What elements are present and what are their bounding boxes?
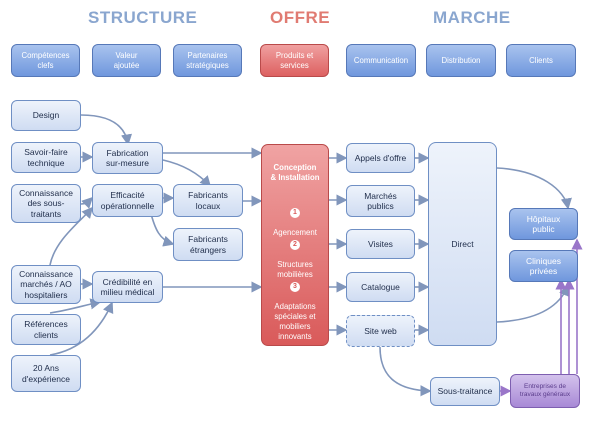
offre-item-label: Agencement <box>273 228 317 238</box>
box-connaissance-marches: Connaissance marchés / AO hospitaliers <box>11 265 81 304</box>
box-efficacite-operationnelle: Efficacité opérationnelle <box>92 184 163 217</box>
box-entreprises-travaux: Entreprises de travaux généraux <box>510 374 580 408</box>
box-savoir-faire: Savoir-faire technique <box>11 142 81 173</box>
category-produits-services: Produits et services <box>260 44 329 77</box>
category-partenaires: Partenaires stratégiques <box>173 44 242 77</box>
number-badge-3: 3 <box>290 281 300 292</box>
box-catalogue: Catalogue <box>346 272 415 302</box>
header-marche: MARCHE <box>433 8 511 27</box>
box-connaissance-sous-traitants: Connaissance des sous- traitants <box>11 184 81 223</box>
box-hopitaux-public: Hôpitaux public <box>509 208 578 240</box>
number-badge-1: 1 <box>290 207 300 218</box>
category-clients: Clients <box>506 44 576 77</box>
box-design: Design <box>11 100 81 131</box>
box-direct: Direct <box>428 142 497 346</box>
box-fabricants-etrangers: Fabricants étrangers <box>173 228 243 261</box>
box-site-web: Site web <box>346 315 415 347</box>
box-fabricants-locaux: Fabricants locaux <box>173 184 243 217</box>
category-communication: Communication <box>346 44 416 77</box>
header-offre: OFFRE <box>270 8 331 27</box>
category-valeur-ajoutee: Valeur ajoutée <box>92 44 161 77</box>
box-credibilite: Crédibilité en milieu médical <box>92 271 163 303</box>
offre-item-agencement: 1 Agencement <box>262 197 328 238</box>
box-fabrication-sur-mesure: Fabrication sur-mesure <box>92 142 163 174</box>
box-cliniques-privees: Cliniques privées <box>509 250 578 282</box>
offre-item-label: Structures mobilières <box>277 260 313 280</box>
offre-conception-installation: Conception & Installation 1 Agencement 2… <box>261 144 329 346</box>
box-sous-traitance: Sous-traitance <box>430 377 500 406</box>
box-20-ans: 20 Ans d'expérience <box>11 355 81 392</box>
box-marches-publics: Marchés publics <box>346 185 415 217</box>
header-structure: STRUCTURE <box>88 8 198 27</box>
category-distribution: Distribution <box>426 44 496 77</box>
box-references-clients: Références clients <box>11 314 81 345</box>
offre-title: Conception & Installation <box>270 163 320 182</box>
offre-item-structures: 2 Structures mobilières <box>262 229 328 280</box>
offre-item-label: Adaptations spéciales et mobiliers innov… <box>274 302 316 341</box>
category-competences-clefs: Compétences clefs <box>11 44 80 77</box>
box-appels-offre: Appels d'offre <box>346 143 415 173</box>
number-badge-2: 2 <box>290 239 300 250</box>
box-visites: Visites <box>346 229 415 259</box>
offre-item-adaptations: 3 Adaptations spéciales et mobiliers inn… <box>262 271 328 341</box>
